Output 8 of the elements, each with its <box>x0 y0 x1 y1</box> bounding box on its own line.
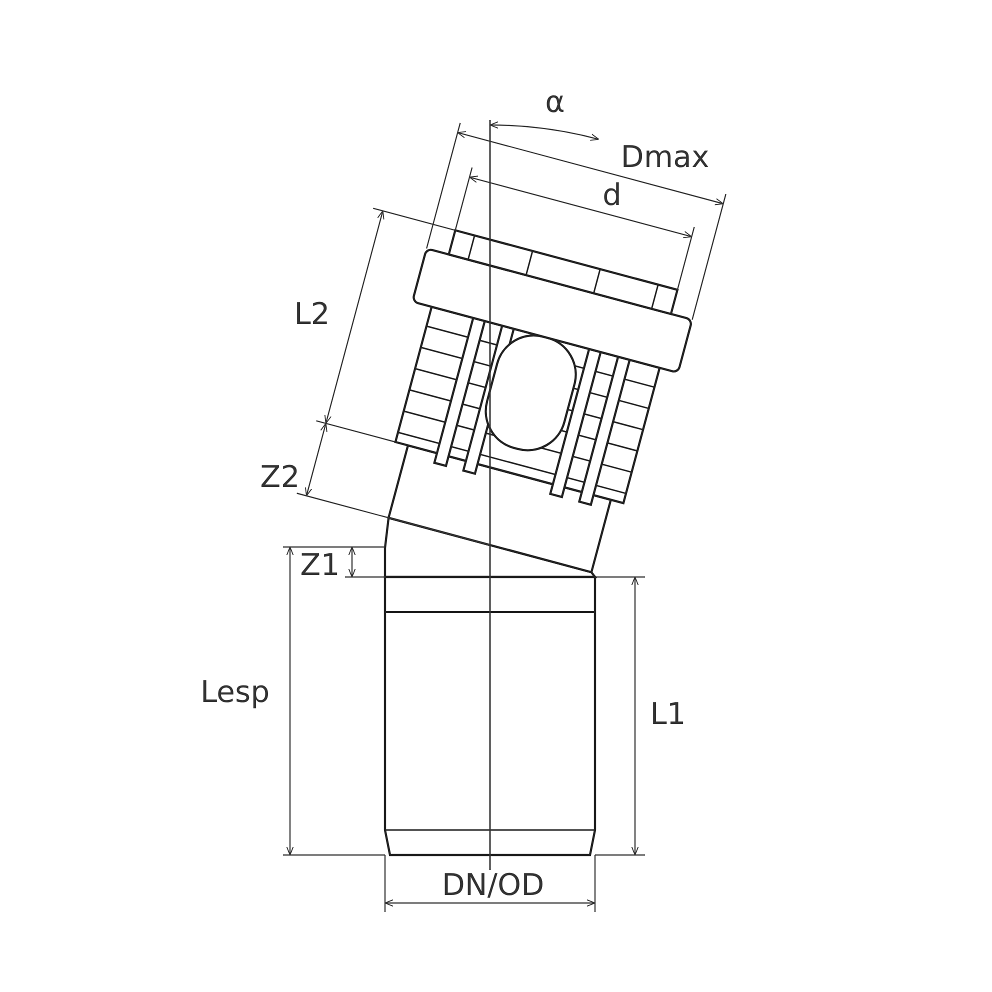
dimension-label: Lesp <box>200 678 270 708</box>
dimension-label: Dmax <box>620 143 710 173</box>
dimension-label: Z1 <box>300 551 340 581</box>
dimension-label: d <box>602 181 622 211</box>
dimension-label: L1 <box>650 700 686 730</box>
dimension-label: Z2 <box>260 463 300 493</box>
dimension-label: L2 <box>294 300 330 330</box>
dimension-label: α <box>545 88 565 118</box>
